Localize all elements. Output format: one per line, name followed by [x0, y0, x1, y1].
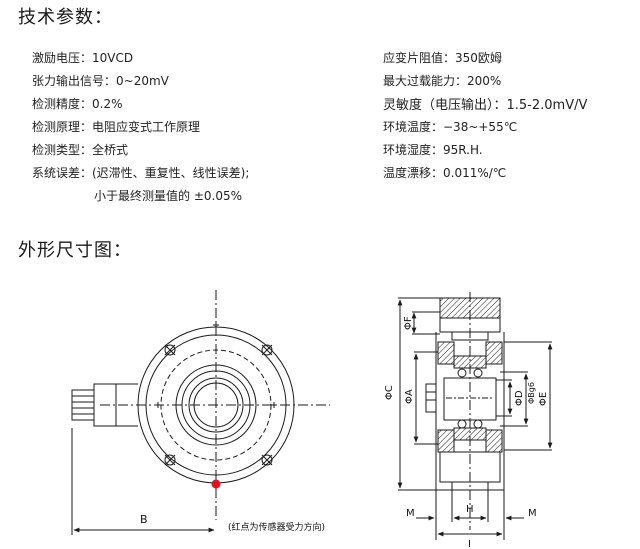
spec-principle: 检测原理：电阻应变式工作原理 — [32, 120, 201, 134]
dim-Bg6-label: ΦBg6 — [527, 382, 536, 404]
mounting-holes — [164, 344, 273, 466]
dim-B-label: B — [140, 513, 148, 526]
dim-M-left-label: M — [406, 508, 415, 519]
force-direction-note: (红点为传感器受力方向) — [228, 521, 325, 533]
front-view — [71, 290, 330, 535]
spec-humidity: 环境湿度：95R.H. — [383, 143, 483, 157]
dim-C-label: ΦC — [384, 385, 395, 400]
spec-gauge-resistance: 应变片阻值：350欧姆 — [383, 51, 502, 65]
spec-system-error-value: 小于最终测量值的 ±0.05% — [94, 189, 242, 203]
force-direction-dot — [211, 479, 221, 489]
dim-I-label: I — [468, 539, 471, 549]
spec-ambient-temp: 环境温度：−38~+55℃ — [383, 120, 518, 134]
spec-type: 检测类型：全桥式 — [32, 143, 129, 157]
spec-excitation-voltage: 激励电压：10VCD — [32, 51, 134, 65]
dim-D-label: ΦD — [514, 390, 525, 406]
spec-overload: 最大过载能力：200% — [383, 74, 502, 88]
spec-temp-drift: 温度漂移：0.011%/℃ — [383, 166, 507, 180]
dim-E-label: ΦE — [538, 392, 549, 406]
dim-A-label: ΦA — [404, 389, 415, 404]
dim-F-label: ΦF — [403, 316, 414, 330]
tech-params-title: 技术参数： — [18, 7, 113, 28]
spec-system-error: 系统误差：(迟滞性、重复性、线性误差); — [32, 166, 250, 180]
dim-M-right-label: M — [528, 508, 537, 519]
dim-H-label: H — [466, 504, 474, 515]
connector-plug — [71, 389, 95, 421]
dimensions-title: 外形尺寸图： — [18, 240, 132, 261]
spec-output-signal: 张力输出信号：0~20mV — [32, 74, 169, 88]
spec-sensitivity: 灵敏度（电压输出）：1.5-2.0mV/V — [383, 98, 588, 113]
spec-accuracy: 检测精度：0.2% — [32, 97, 123, 111]
section-view — [397, 292, 553, 540]
